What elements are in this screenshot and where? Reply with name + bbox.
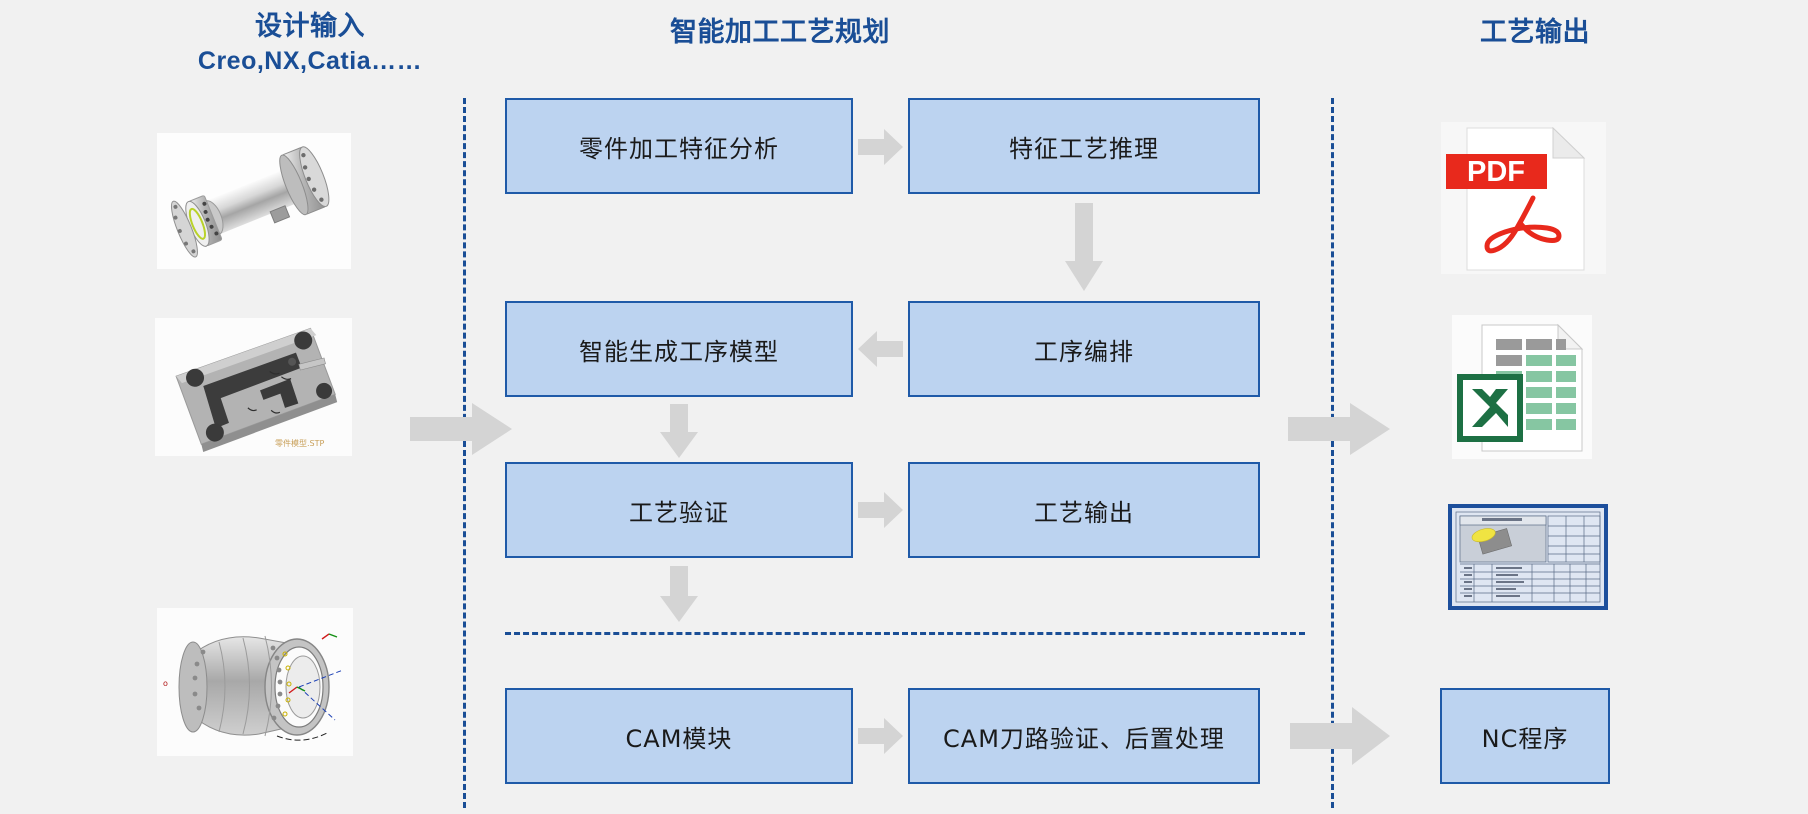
right-dashed-divider (1331, 98, 1334, 808)
arrow-reasoning-to-sequence (1065, 203, 1103, 291)
output-column-title: 工艺输出 (1480, 17, 1590, 47)
box-feature-analysis[interactable]: 零件加工特征分析 (505, 98, 853, 194)
box-feature-reasoning[interactable]: 特征工艺推理 (908, 98, 1260, 194)
pdf-label: PDF (1467, 156, 1525, 188)
left-dashed-divider (463, 98, 466, 808)
arrow-input-to-flow (410, 403, 512, 455)
cam-section-dashed-divider (505, 632, 1305, 635)
excel-file-icon (1452, 315, 1592, 459)
box-cam-module[interactable]: CAM模块 (505, 688, 853, 784)
input-thumbnail-mold-plate: 零件模型.STP (155, 318, 352, 456)
input-column-title: 设计输入 Creo,NX,Catia…… (110, 10, 510, 77)
svg-text:o: o (163, 679, 168, 688)
svg-text:零件模型.STP: 零件模型.STP (275, 438, 325, 448)
box-generate-model[interactable]: 智能生成工序模型 (505, 301, 853, 397)
box-process-sequence[interactable]: 工序编排 (908, 301, 1260, 397)
pdf-file-icon: PDF (1441, 122, 1606, 274)
box-cam-verify[interactable]: CAM刀路验证、后置处理 (908, 688, 1260, 784)
box-nc-program[interactable]: NC程序 (1440, 688, 1610, 784)
arrow-feature-analysis-to-reasoning (858, 129, 903, 165)
arrow-verify-to-output (858, 492, 903, 528)
arrow-flow-to-output (1288, 403, 1390, 455)
box-process-verify[interactable]: 工艺验证 (505, 462, 853, 558)
arrow-cam-to-cam-verify (858, 718, 903, 754)
input-title-text: 设计输入 (255, 11, 365, 41)
input-thumbnail-engine-casing: o (157, 608, 353, 756)
arrow-sequence-to-generate-model (858, 331, 903, 367)
middle-column-title: 智能加工工艺规划 (670, 17, 890, 47)
arrow-verify-to-cam (660, 566, 698, 622)
arrow-cam-verify-to-nc (1290, 707, 1390, 765)
process-sheet-icon (1448, 504, 1608, 610)
input-subtitle-text: Creo,NX,Catia…… (197, 46, 423, 75)
input-thumbnail-shaft-part (157, 133, 351, 269)
arrow-generate-model-to-verify (660, 404, 698, 458)
box-process-output[interactable]: 工艺输出 (908, 462, 1260, 558)
